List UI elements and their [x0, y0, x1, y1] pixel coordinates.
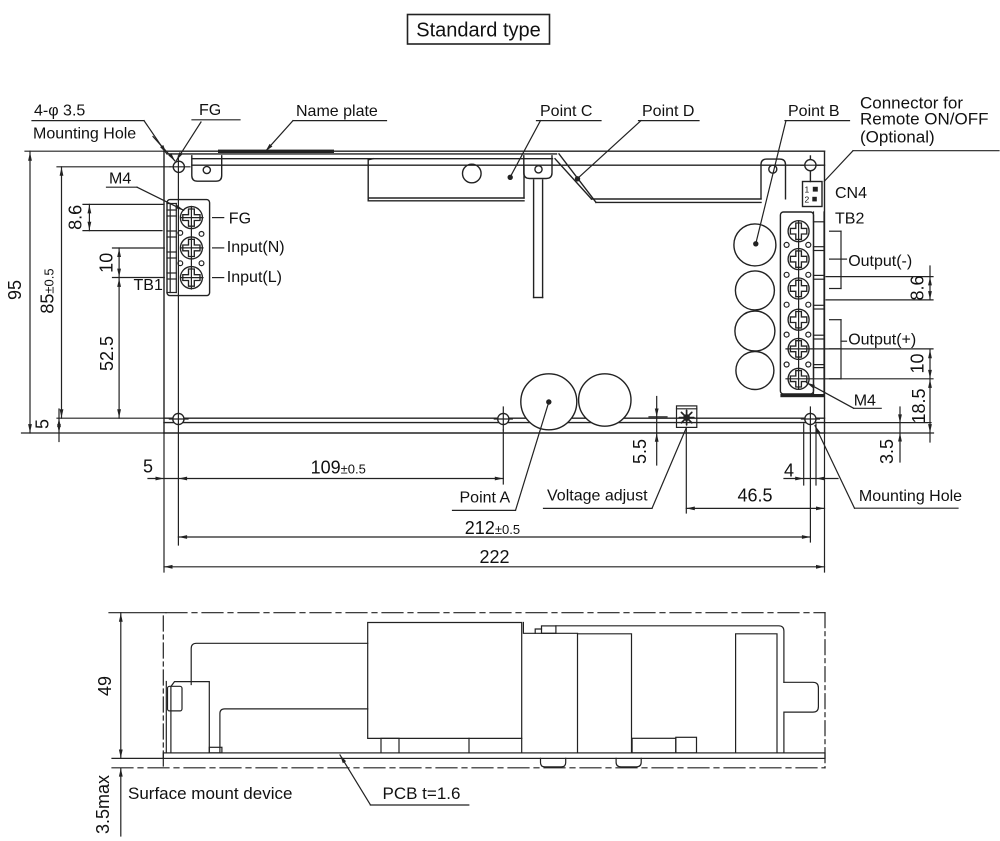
svg-text:49: 49: [95, 676, 115, 696]
svg-text:5.5: 5.5: [630, 439, 650, 464]
svg-text:Mounting Hole: Mounting Hole: [33, 126, 136, 143]
svg-text:CN4: CN4: [835, 185, 867, 202]
svg-text:52.5: 52.5: [97, 336, 117, 371]
svg-text:95: 95: [5, 280, 25, 300]
svg-text:Point D: Point D: [642, 103, 694, 120]
svg-text:4-φ 3.5: 4-φ 3.5: [34, 103, 85, 120]
svg-text:TB2: TB2: [835, 211, 864, 228]
svg-text:TB1: TB1: [134, 277, 163, 294]
svg-text:3.5: 3.5: [877, 439, 897, 464]
svg-text:Point B: Point B: [788, 103, 840, 120]
svg-text:FG: FG: [229, 210, 251, 227]
svg-text:(Optional): (Optional): [860, 128, 935, 147]
svg-text:M4: M4: [854, 392, 876, 409]
svg-text:FG: FG: [199, 102, 221, 119]
svg-text:3.5max: 3.5max: [93, 775, 113, 834]
svg-text:PCB t=1.6: PCB t=1.6: [383, 784, 461, 803]
svg-text:10: 10: [97, 253, 117, 273]
svg-text:Surface mount device: Surface mount device: [128, 784, 292, 803]
svg-text:10: 10: [908, 353, 928, 373]
svg-text:46.5: 46.5: [737, 486, 772, 506]
svg-text:109±0.5: 109±0.5: [311, 458, 366, 478]
svg-text:Mounting Hole: Mounting Hole: [859, 488, 962, 505]
svg-text:212±0.5: 212±0.5: [465, 518, 520, 538]
svg-text:85±0.5: 85±0.5: [38, 268, 58, 313]
svg-text:222: 222: [479, 547, 509, 567]
svg-text:8.6: 8.6: [908, 275, 928, 300]
svg-text:2: 2: [805, 195, 810, 205]
svg-text:8.6: 8.6: [66, 205, 86, 230]
svg-text:5: 5: [143, 457, 153, 477]
svg-text:Standard type: Standard type: [416, 20, 541, 42]
svg-text:Input(N): Input(N): [227, 239, 285, 256]
svg-text:Input(L): Input(L): [227, 269, 282, 286]
svg-text:Output(+): Output(+): [848, 332, 916, 349]
svg-text:Name plate: Name plate: [296, 103, 378, 120]
svg-text:M4: M4: [109, 171, 131, 188]
svg-text:Connector for: Connector for: [860, 94, 963, 113]
svg-text:Remote ON/OFF: Remote ON/OFF: [860, 110, 988, 129]
svg-text:Point C: Point C: [540, 103, 592, 120]
svg-text:Output(-): Output(-): [848, 253, 912, 270]
svg-text:18.5: 18.5: [909, 388, 929, 423]
svg-text:Voltage adjust: Voltage adjust: [547, 488, 648, 505]
svg-text:5: 5: [33, 419, 53, 429]
svg-text:4: 4: [784, 461, 794, 481]
svg-text:1: 1: [805, 185, 810, 195]
svg-text:Point A: Point A: [460, 489, 511, 506]
